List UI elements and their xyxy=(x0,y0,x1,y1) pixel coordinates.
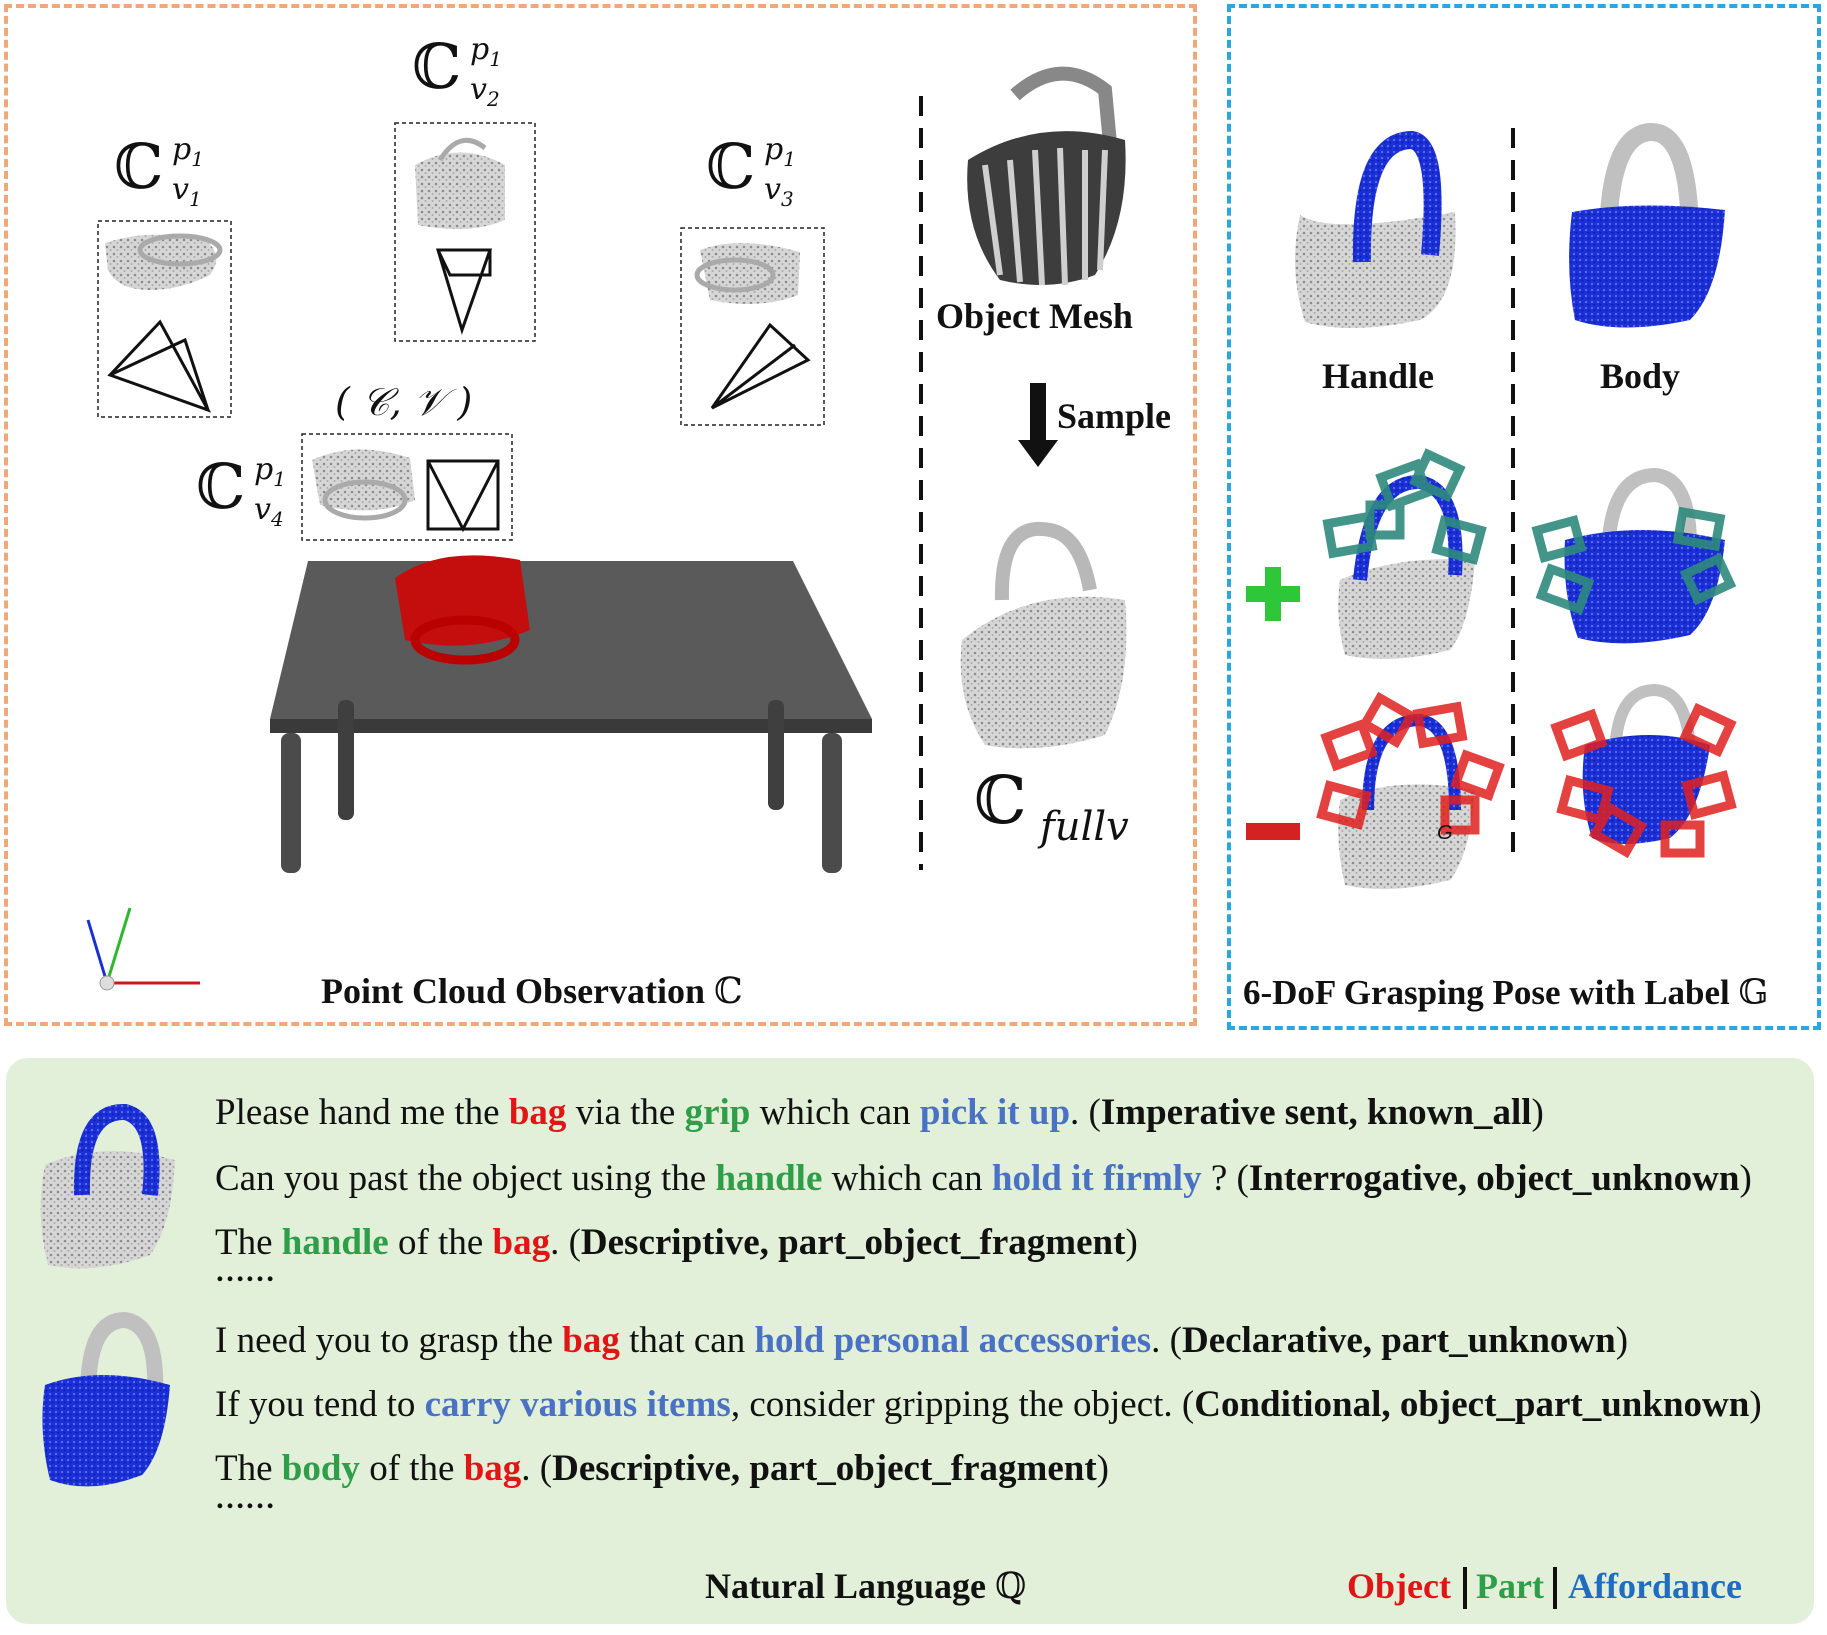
sentence-text: The xyxy=(215,1448,282,1489)
negative-sign xyxy=(1246,823,1300,840)
sentence-text: ) xyxy=(1615,1320,1629,1361)
sentence-3: The handle of the bag. (Descriptive, par… xyxy=(215,1221,1138,1264)
body-part-highlight xyxy=(1569,123,1725,328)
object-mesh xyxy=(967,66,1126,286)
sentence-1: Please hand me the bag via the grip whic… xyxy=(215,1091,1544,1134)
sentence-text: I need you to grasp the xyxy=(215,1320,563,1361)
sentence-tag-term: Conditional, object_part_unknown xyxy=(1194,1384,1750,1425)
sentence-part-term: body xyxy=(281,1448,360,1489)
sentence-text: The xyxy=(215,1222,282,1263)
table-scene xyxy=(270,555,872,873)
point-cloud-observation-panel xyxy=(4,4,1197,1026)
sentence-tag-term: Descriptive, part_object_fragment xyxy=(580,1222,1126,1263)
sentence-text: . ( xyxy=(1070,1092,1101,1133)
handle-part-highlight xyxy=(1295,130,1456,329)
legend-object: Object xyxy=(1347,1566,1451,1606)
sentence-text: that can xyxy=(619,1320,755,1361)
sentence-tag-term: Imperative sent, known_all xyxy=(1100,1092,1532,1133)
language-caption: Natural Language ℚ xyxy=(705,1566,1027,1607)
sentence-text: which can xyxy=(822,1158,992,1199)
sentence-text: Can you past the object using the xyxy=(215,1158,716,1199)
positive-sign xyxy=(1246,567,1300,621)
sentence-2: Can you past the object using the handle… xyxy=(215,1157,1752,1200)
sample-label: Sample xyxy=(1057,396,1172,436)
observation-caption: Point Cloud Observation ℂ xyxy=(321,971,743,1012)
pair-label: ( 𝒞, 𝒱 ) xyxy=(335,380,473,424)
body-bag-thumbnail xyxy=(42,1311,170,1487)
sentence-text: , consider gripping the object. ( xyxy=(730,1384,1195,1425)
sentence-tag-term: Declarative, part_unknown xyxy=(1181,1320,1616,1361)
handle-bag-thumbnail xyxy=(40,1104,175,1269)
sentence-object-term: bag xyxy=(562,1320,620,1361)
sentence-text: of the xyxy=(359,1448,464,1489)
sentence-text: via the xyxy=(566,1092,685,1133)
legend-part: Part xyxy=(1476,1566,1544,1606)
positive-body-grasps xyxy=(1531,467,1737,644)
sentence-text: . ( xyxy=(521,1448,553,1489)
sentence-text: ) xyxy=(1531,1092,1544,1133)
body-column-label: Body xyxy=(1600,356,1681,396)
sentence-text: . ( xyxy=(550,1222,581,1263)
sentence-5: If you tend to carry various items, cons… xyxy=(215,1383,1762,1426)
ellipsis-1: …… xyxy=(215,1255,275,1288)
sentence-text: ) xyxy=(1125,1222,1138,1263)
object-mesh-label: Object Mesh xyxy=(936,296,1133,336)
g-mark: G xyxy=(1437,822,1453,844)
sentence-4: I need you to grasp the bag that can hol… xyxy=(215,1319,1628,1362)
sentence-text: . ( xyxy=(1151,1320,1182,1361)
sentence-text: ) xyxy=(1739,1158,1752,1199)
coordinate-axes xyxy=(86,907,200,991)
sentence-text: of the xyxy=(388,1222,493,1263)
positive-handle-grasps xyxy=(1322,448,1487,659)
sentence-aff-term: pick it up xyxy=(919,1092,1071,1133)
sentence-tag-term: Interrogative, object_unknown xyxy=(1248,1158,1740,1199)
sentence-part-term: handle xyxy=(281,1222,389,1263)
sentence-tag-term: Descriptive, part_object_fragment xyxy=(552,1448,1097,1489)
sentence-text: ? ( xyxy=(1201,1158,1249,1199)
sentence-aff-term: hold personal accessories xyxy=(754,1320,1152,1361)
sentence-object-term: bag xyxy=(508,1092,567,1133)
sentence-text: If you tend to xyxy=(215,1384,425,1425)
camera-view-v1 xyxy=(97,220,232,418)
sentence-object-term: bag xyxy=(463,1448,522,1489)
sentence-object-term: bag xyxy=(492,1222,551,1263)
full-point-cloud xyxy=(960,521,1127,749)
sentence-text: ) xyxy=(1096,1448,1109,1489)
camera-view-v4 xyxy=(301,433,513,541)
legend-affordance: Affordance xyxy=(1568,1566,1742,1606)
sentence-aff-term: carry various items xyxy=(424,1384,731,1425)
negative-handle-grasps xyxy=(1316,691,1505,889)
sentence-part-term: handle xyxy=(715,1158,823,1199)
sentence-6: The body of the bag. (Descriptive, part_… xyxy=(215,1447,1109,1490)
grasp-caption: 6-DoF Grasping Pose with Label 𝔾 xyxy=(1243,973,1769,1013)
camera-view-v3 xyxy=(680,227,825,426)
sentence-part-term: grip xyxy=(684,1092,751,1133)
handle-column-label: Handle xyxy=(1322,356,1435,396)
sentence-text: Please hand me the xyxy=(215,1092,509,1133)
sentence-aff-term: hold it firmly xyxy=(991,1158,1202,1199)
ellipsis-2: …… xyxy=(215,1482,275,1515)
grasping-pose-panel xyxy=(1227,4,1821,1030)
camera-view-v2 xyxy=(394,122,536,342)
sample-arrow xyxy=(1018,383,1058,467)
negative-body-grasps xyxy=(1550,683,1737,859)
sentence-text: which can xyxy=(750,1092,920,1133)
sentence-text: ) xyxy=(1749,1384,1762,1425)
natural-language-panel xyxy=(6,1058,1814,1624)
